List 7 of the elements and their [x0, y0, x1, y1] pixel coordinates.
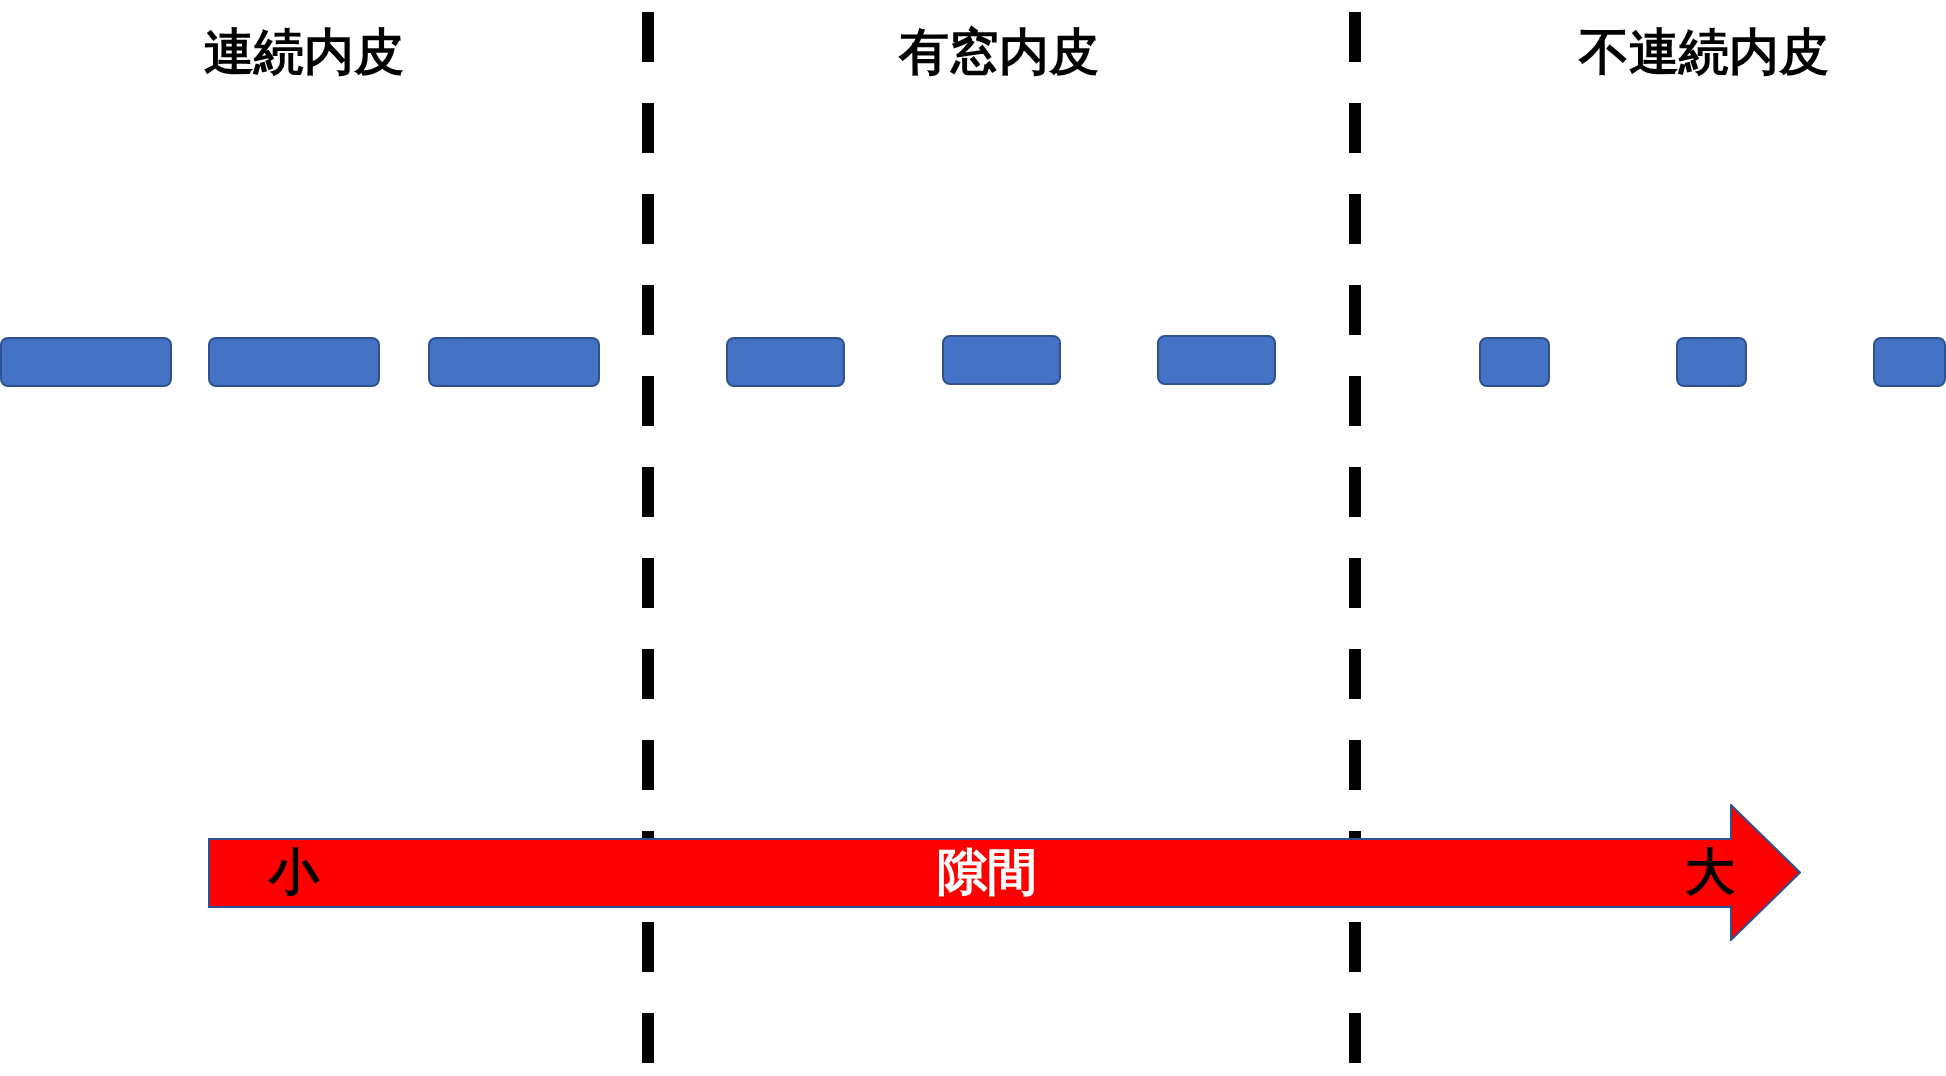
section-heading: 有窓内皮 — [899, 27, 1099, 77]
arrow-label: 隙間 — [937, 847, 1037, 897]
section-heading: 連続内皮 — [204, 27, 404, 77]
arrow-band — [208, 804, 1801, 941]
arrow-label: 小 — [269, 847, 319, 897]
arrow-label: 大 — [1685, 847, 1735, 897]
section-heading: 不連続内皮 — [1579, 27, 1829, 77]
